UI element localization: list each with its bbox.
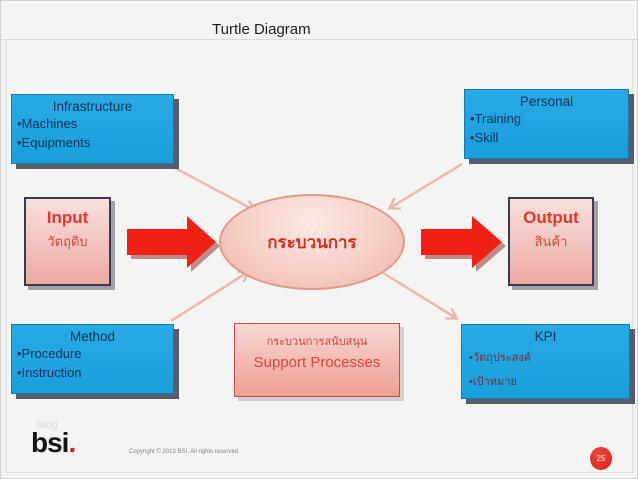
support-label-thai: กระบวนการสนับสนุน [266, 336, 368, 348]
infrastructure-item: •Equipments [17, 135, 91, 150]
infrastructure-title: Infrastructure [52, 99, 133, 114]
slide-title: Turtle Diagram [212, 21, 311, 38]
page-number-value: 25 [596, 454, 606, 463]
kpi-box: KPI •วัตถุประสงค์ •เป้าหมาย [461, 324, 630, 399]
personal-title: Personal [519, 94, 574, 109]
method-item: •Procedure [17, 346, 82, 361]
method-title: Method [69, 329, 116, 344]
support-label-en: Support Processes [253, 354, 381, 371]
input-title: Input [46, 208, 89, 227]
bsi-logo-dot: . [68, 427, 76, 458]
bsi-logo: bsi. [31, 427, 76, 459]
infrastructure-box: Infrastructure •Machines •Equipments [11, 94, 174, 164]
output-box: Output สินค้า [508, 197, 594, 286]
copyright-text: Copyright © 2013 BSI. All rights reserve… [129, 449, 240, 455]
support-processes-box: กระบวนการสนับสนุน Support Processes [234, 323, 400, 397]
process-label: กระบวนการ [267, 232, 357, 252]
output-title: Output [523, 208, 579, 227]
page-number-badge: 25 [590, 447, 612, 470]
kpi-item: •วัตถุประสงค์ [469, 352, 532, 364]
title-divider-line [1, 39, 637, 40]
output-subtitle: สินค้า [534, 234, 568, 249]
kpi-item: •เป้าหมาย [469, 376, 517, 388]
slide-content-frame [6, 39, 633, 473]
personal-item: •Skill [470, 130, 499, 145]
method-box: Method •Procedure •Instruction [11, 324, 174, 394]
kpi-title: KPI [534, 329, 557, 344]
personal-box: Personal •Training •Skill [464, 89, 629, 159]
bsi-logo-text: bsi [31, 427, 69, 458]
input-box: Input วัตถุดิบ [24, 197, 111, 286]
infrastructure-item: •Machines [17, 116, 78, 131]
personal-item: •Training [470, 111, 522, 126]
process-ellipse: กระบวนการ [219, 194, 405, 290]
input-subtitle: วัตถุดิบ [47, 234, 88, 249]
watermark-text: blog [37, 419, 58, 431]
method-item: •Instruction [17, 365, 82, 380]
